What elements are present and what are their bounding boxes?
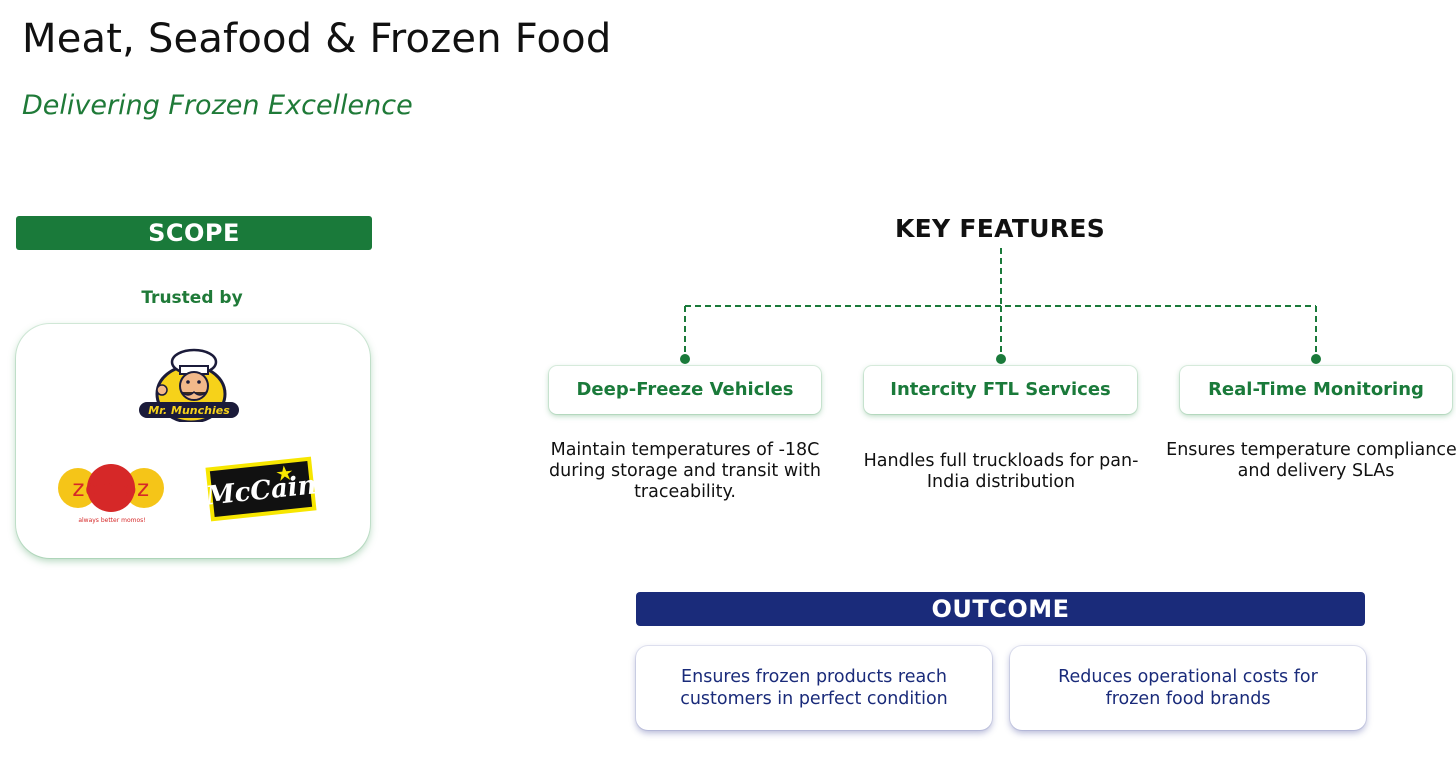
feature-deep-freeze-description: Maintain temperatures of -18C during sto…: [549, 440, 821, 502]
zomoz-logo-text: zomoz: [72, 476, 149, 502]
scope-header: SCOPE: [16, 216, 372, 250]
mr-munchies-logo-text: Mr. Munchies: [148, 404, 230, 417]
zomoz-tagline: always better momos!: [78, 517, 145, 524]
page-subtitle: Delivering Frozen Excellence: [22, 90, 413, 121]
client-logos-card: Mr. Munchies zomoz always better momos! …: [16, 324, 370, 558]
key-features-title: KEY FEATURES: [894, 214, 1106, 243]
mccain-logo: McCain: [203, 456, 318, 522]
feature-monitoring-description: Ensures temperature compliances and deli…: [1166, 440, 1456, 481]
outcome-item: Ensures frozen products reach customers …: [636, 646, 992, 730]
outcome-header: OUTCOME: [636, 592, 1365, 626]
page-title: Meat, Seafood & Frozen Food: [22, 16, 612, 62]
trusted-by-label: Trusted by: [141, 288, 243, 308]
feature-intercity-description: Handles full truckloads for pan-India di…: [863, 451, 1139, 492]
mr-munchies-logo: Mr. Munchies: [139, 348, 239, 422]
outcome-item: Reduces operational costs for frozen foo…: [1010, 646, 1366, 730]
zomoz-logo: zomoz always better momos!: [58, 464, 164, 524]
feature-deep-freeze-vehicles: Deep-Freeze Vehicles: [549, 366, 821, 414]
feature-intercity-ftl-services: Intercity FTL Services: [864, 366, 1137, 414]
feature-real-time-monitoring: Real-Time Monitoring: [1180, 366, 1452, 414]
